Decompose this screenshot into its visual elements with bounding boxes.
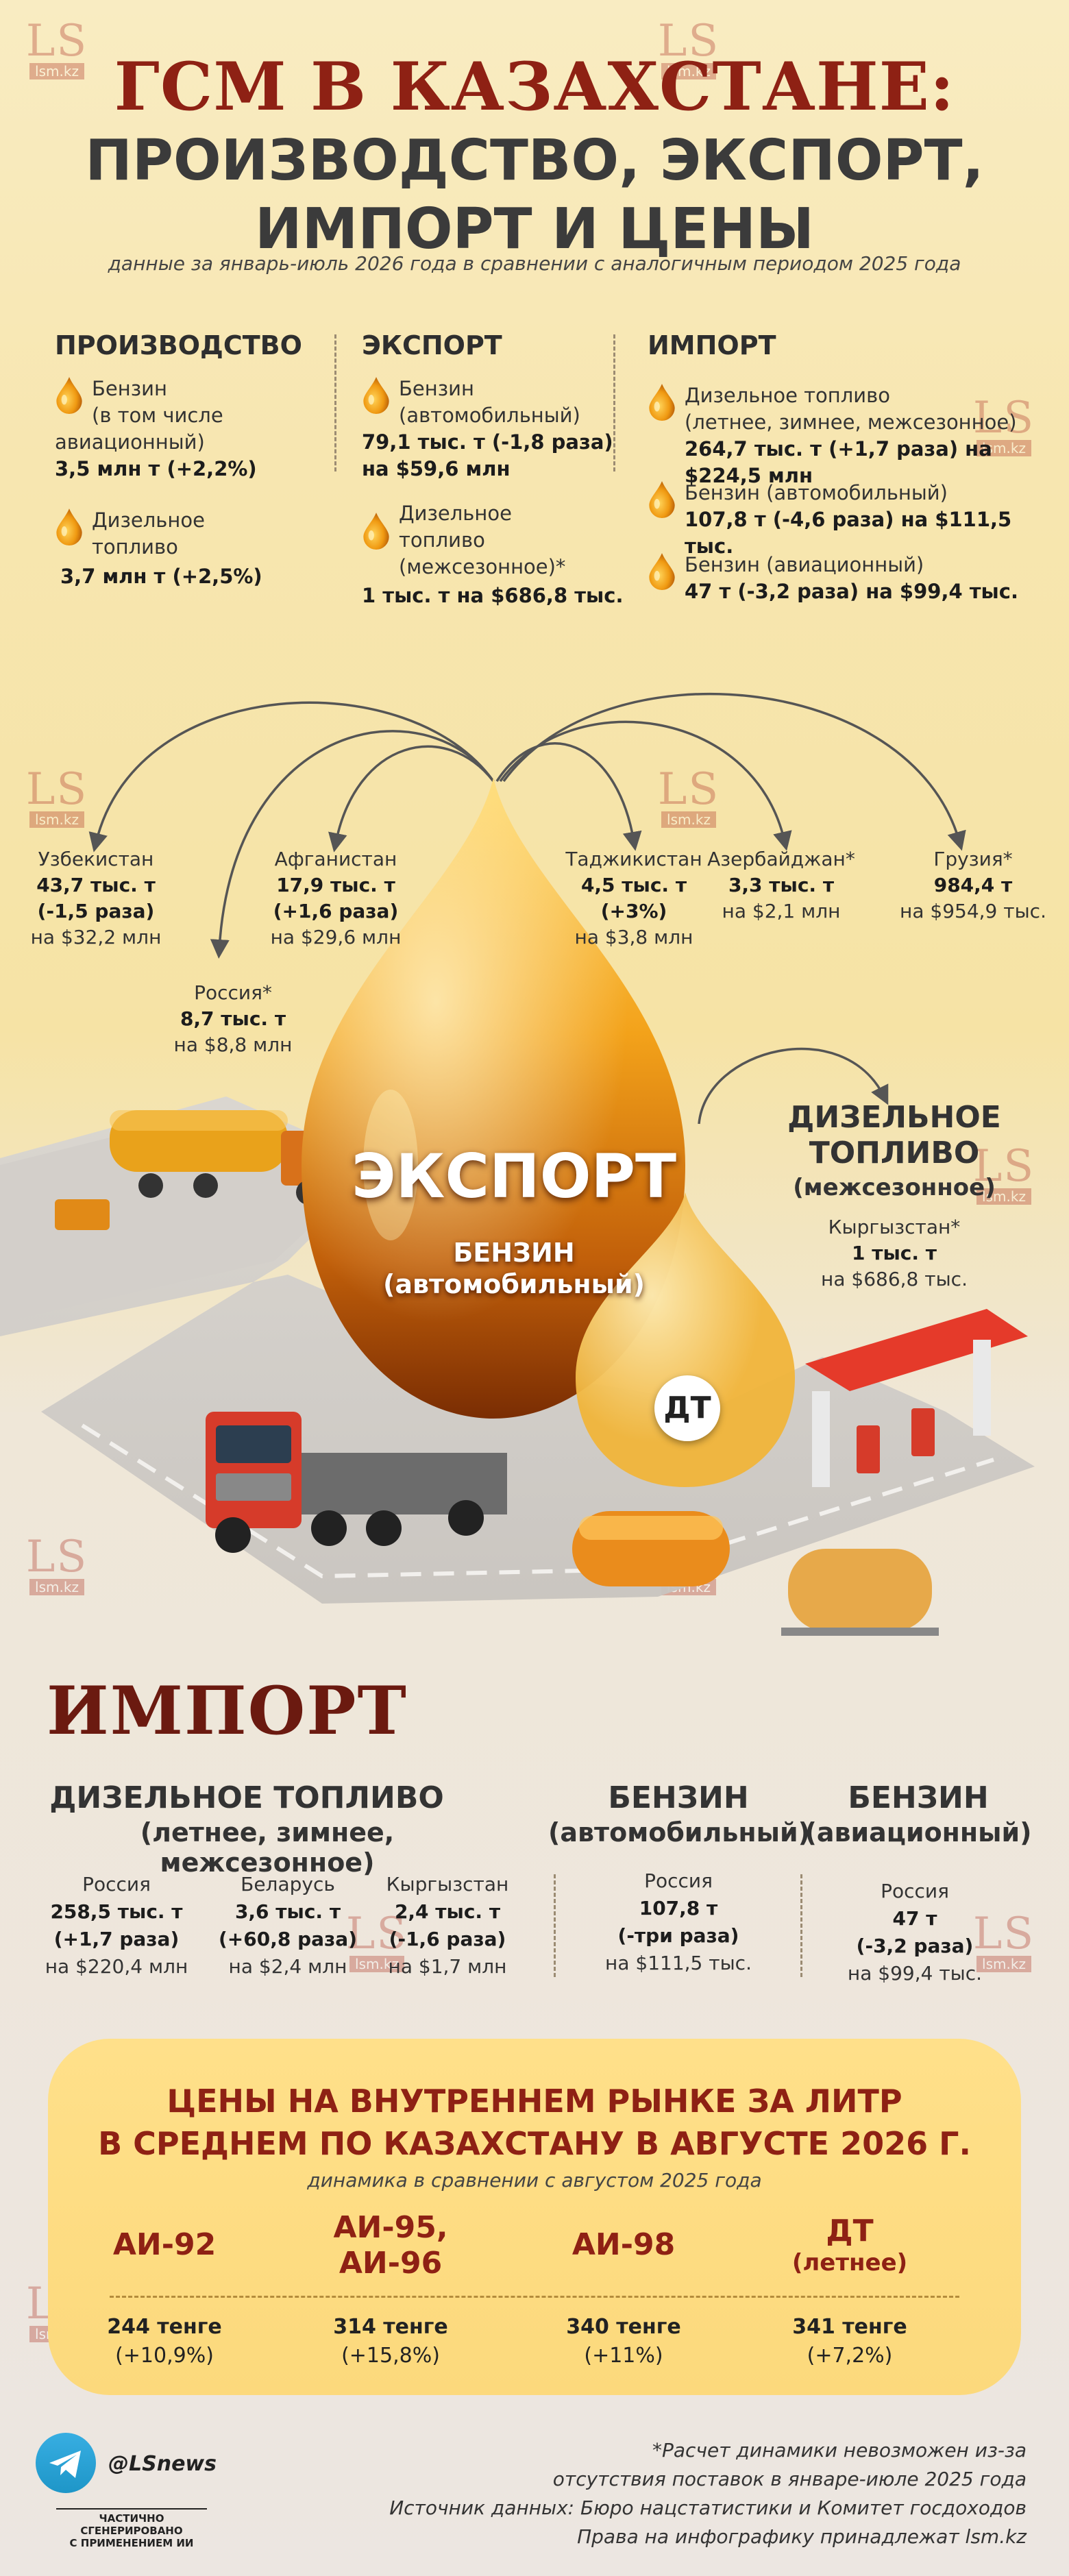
footnotes: *Расчет динамики невозможен из-за отсутс… <box>389 2439 1027 2548</box>
export-item-gasoline: Бензин (автомобильный) <box>362 376 609 429</box>
production-item-gasoline-detail: авиационный) 3,5 млн т (+2,2%) <box>55 430 257 480</box>
oil-drop-icon <box>648 552 676 590</box>
import-diesel-russia: Россия 258,5 тыс. т (+1,7 раза) на $220,… <box>45 1873 188 1978</box>
telegram-icon[interactable] <box>36 2433 96 2493</box>
import-auto-subheading: (автомобильный) <box>548 1817 810 1848</box>
price-ai98: 340 тенге (+11%) <box>566 2315 681 2368</box>
export-country-tajikistan: Таджикистан 4,5 тыс. т (+3%) на $3,8 млн <box>565 848 702 948</box>
small-oil-drop <box>576 1192 795 1487</box>
import-auto-heading: БЕНЗИН <box>608 1780 749 1815</box>
export-heading: ЭКСПОРТ <box>362 330 502 360</box>
diesel-export-title: ДИЗЕЛЬНОЕ ТОПЛИВО <box>787 1100 1001 1170</box>
page-subtitle: данные за январь-июль 2026 года в сравне… <box>108 252 961 275</box>
import-auto-russia: Россия 107,8 т (-три раза) на $111,5 тыс… <box>605 1869 752 1974</box>
export-diesel-value: 1 тыс. т на $686,8 тыс. <box>362 584 624 607</box>
price-ai92: 244 тенге (+10,9%) <box>107 2315 222 2368</box>
import-section-title: ИМПОРТ <box>47 1672 408 1750</box>
fuel-ai98: АИ-98 <box>572 2227 676 2262</box>
ai-generated-note: ЧАСТИЧНО СГЕНЕРИРОВАНО С ПРИМЕНЕНИЕМ ИИ <box>56 2508 207 2549</box>
production-diesel-value: 3,7 млн т (+2,5%) <box>60 565 262 588</box>
import-diesel-kyrgyzstan: Кыргызстан 2,4 тыс. т (-1,6 раза) на $1,… <box>386 1873 509 1978</box>
oil-drop-icon <box>648 480 676 518</box>
column-divider <box>334 334 336 471</box>
diesel-badge: ДТ <box>654 1375 720 1441</box>
oil-drop-icon <box>362 376 391 414</box>
page-title-line2: ПРОИЗВОДСТВО, ЭКСПОРТ, ИМПОРТ И ЦЕНЫ <box>85 128 984 262</box>
diesel-export-subtitle: (межсезонное) <box>793 1174 996 1201</box>
import-diesel-subheading: (летнее, зимнее, межсезонное) <box>140 1817 395 1878</box>
import-diesel-belarus: Беларусь 3,6 тыс. т (+60,8 раза) на $2,4… <box>219 1873 357 1978</box>
import-avia-russia: Россия 47 т (-3,2 раза) на $99,4 тыс. <box>847 1880 983 1985</box>
oil-drop-icon <box>648 382 676 421</box>
export-country-georgia: Грузия* 984,4 т на $954,9 тыс. <box>900 848 1046 922</box>
price-panel: ЦЕНЫ НА ВНУТРЕННЕМ РЫНКЕ ЗА ЛИТР В СРЕДН… <box>48 2039 1021 2395</box>
price-divider <box>110 2296 959 2298</box>
import-divider <box>554 1874 556 1977</box>
fuel-diesel-summer: ДТ (летнее) <box>791 2213 908 2277</box>
gas-station-icon <box>805 1309 1028 1487</box>
column-divider <box>613 334 615 471</box>
import-heading: ИМПОРТ <box>648 330 776 360</box>
page-title: ГСМ В КАЗАХСТАНЕ: <box>114 48 955 125</box>
oil-drop-icon <box>55 376 84 414</box>
red-truck-icon <box>206 1412 507 1553</box>
oil-drop-icon <box>55 507 84 545</box>
import-item-auto-gasoline: Бензин (автомобильный) 107,8 т (-4,6 раз… <box>648 480 1045 560</box>
production-heading: ПРОИЗВОДСТВО <box>55 330 302 360</box>
production-item-diesel: Дизельное топливо <box>55 507 315 561</box>
oil-drop-icon <box>362 511 391 550</box>
export-fuel-label: БЕНЗИН (автомобильный) <box>383 1238 645 1299</box>
import-avia-heading: БЕНЗИН <box>848 1780 989 1815</box>
price-panel-title: ЦЕНЫ НА ВНУТРЕННЕМ РЫНКЕ ЗА ЛИТР В СРЕДН… <box>98 2083 971 2162</box>
price-ai95-96: 314 тенге (+15,8%) <box>333 2315 448 2368</box>
export-country-kyrgyzstan: Кыргызстан* 1 тыс. т на $686,8 тыс. <box>821 1216 968 1290</box>
export-country-afghanistan: Афганистан 17,9 тыс. т (+1,6 раза) на $2… <box>270 848 402 948</box>
export-country-uzbekistan: Узбекистан 43,7 тыс. т (-1,5 раза) на $3… <box>30 848 162 948</box>
fuel-ai92: АИ-92 <box>112 2227 217 2262</box>
price-panel-subtitle: динамика в сравнении с августом 2025 год… <box>307 2169 762 2192</box>
import-item-avia-gasoline: Бензин (авиационный) 47 т (-3,2 раза) на… <box>648 552 1045 605</box>
export-item-diesel: Дизельное топливо (межсезонное)* <box>362 500 609 580</box>
import-avia-subheading: (авиационный) <box>804 1817 1032 1848</box>
export-label: ЭКСПОРТ <box>351 1141 677 1212</box>
export-gasoline-value: 79,1 тыс. т (-1,8 раза) на $59,6 млн <box>362 430 613 480</box>
fuel-ai95-96: АИ-95, АИ-96 <box>333 2210 448 2281</box>
import-divider <box>800 1874 802 1977</box>
export-country-azerbaijan: Азербайджан* 3,3 тыс. т на $2,1 млн <box>707 848 855 922</box>
import-item-diesel: Дизельное топливо (летнее, зимнее, межсе… <box>648 382 1045 489</box>
price-diesel-summer: 341 тенге (+7,2%) <box>792 2315 907 2368</box>
export-illustration <box>0 692 1035 1636</box>
production-item-gasoline: Бензин (в том числе <box>55 376 315 429</box>
telegram-handle[interactable]: @LSnews <box>108 2452 217 2476</box>
export-country-russia: Россия* 8,7 тыс. т на $8,8 млн <box>173 981 293 1056</box>
big-oil-drop <box>302 778 685 1419</box>
export-arrows <box>88 692 966 1125</box>
import-diesel-heading: ДИЗЕЛЬНОЕ ТОПЛИВО <box>49 1780 444 1815</box>
storage-tank-icon <box>572 1511 939 1636</box>
